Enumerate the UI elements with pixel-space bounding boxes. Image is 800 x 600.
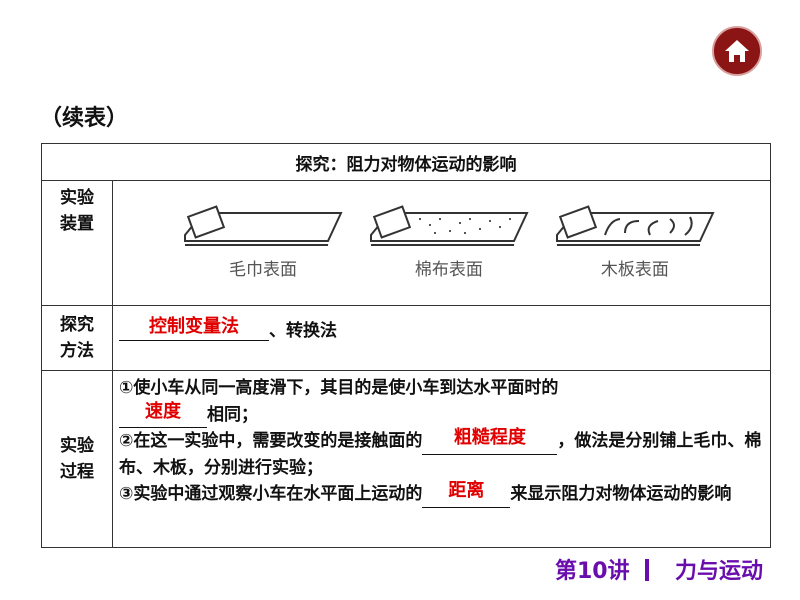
setup-label-text: 实验装置 [60,188,94,234]
method-label-text: 探究方法 [60,315,94,361]
table-header: 探究：阻力对物体运动的影响 [41,143,771,181]
item3-suffix: 来显示阻力对物体运动的影响 [510,484,732,504]
footer: 第10讲 力与运动 [555,553,763,585]
setup-figures: 毛巾表面 棉布表面 木板表面 [112,180,771,306]
cotton-ramp-illustration [369,205,529,246]
figure-wood: 木板表面 [555,205,715,280]
lecture-topic: 力与运动 [674,559,763,584]
item1-suffix: 相同； [207,404,258,425]
figure-cotton: 棉布表面 [369,205,529,280]
process-cell: ①使小车从同一高度滑下，其目的是使小车到达水平面时的 速度 相同； ②在这一实验中… [112,370,771,548]
item1-text: ①使小车从同一高度滑下，其目的是使小车到达水平面时的 [119,378,559,398]
method-blank: 控制变量法 [119,316,269,341]
item2-text: ②在这一实验中，需要改变的是接触面的 [119,431,423,451]
footer-divider [645,559,650,581]
item1-blank: 速度 [119,401,207,428]
figure-caption: 木板表面 [600,260,669,280]
experiment-table: 探究：阻力对物体运动的影响 实验装置 毛巾表面 棉布表面 木板表面 探究方法 控… [41,143,771,548]
process-label-text: 实验过程 [60,436,94,482]
method-label: 探究方法 [41,305,113,371]
process-label: 实验过程 [41,370,113,548]
item3-answer: 距离 [448,480,485,501]
method-cell: 控制变量法 、转换法 [112,305,771,371]
figure-towel: 毛巾表面 [183,205,343,280]
figure-caption: 毛巾表面 [229,260,297,280]
setup-label: 实验装置 [41,180,113,306]
item2-blank: 粗糙程度 [422,427,558,455]
method-suffix: 、转换法 [269,321,337,341]
method-answer: 控制变量法 [149,316,239,337]
figure-caption: 棉布表面 [414,260,483,280]
home-button[interactable] [712,26,762,76]
item2-suffix: ，做法是分别铺上毛巾、棉布、木板，分别进行实验； [119,431,762,478]
page-title: （续表） [40,106,129,131]
item3-text: ③实验中通过观察小车在水平面上运动的 [119,484,423,504]
wood-ramp-illustration [555,205,715,246]
item1-answer: 速度 [145,400,181,422]
lecture-number: 第10讲 [555,559,630,584]
item2-answer: 粗糙程度 [453,427,526,448]
home-icon [725,40,749,62]
towel-ramp-illustration [184,205,343,246]
item3-blank: 距离 [422,480,511,508]
